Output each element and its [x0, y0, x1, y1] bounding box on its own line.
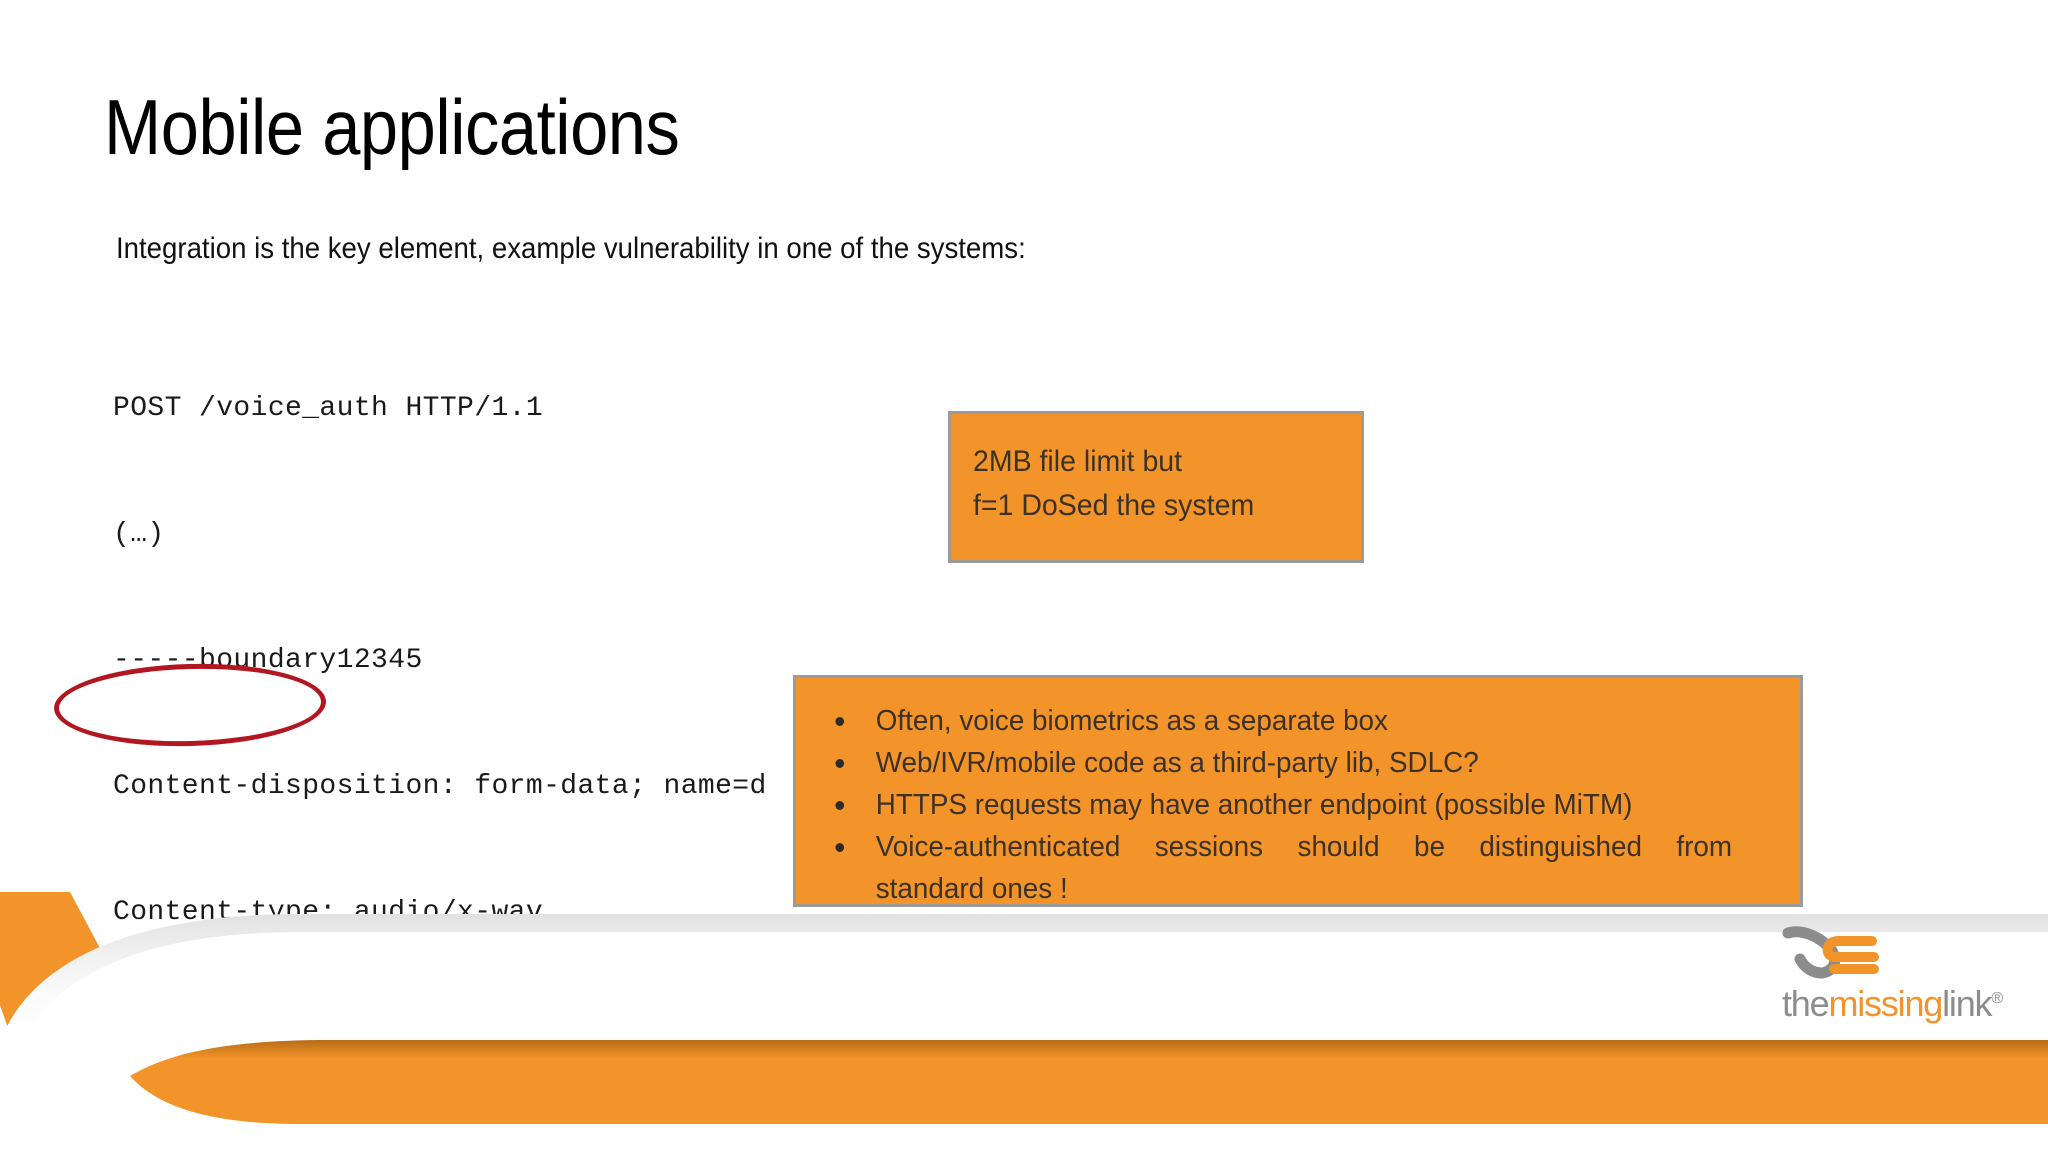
logo-wordmark: themissinglink® — [1782, 983, 2003, 1025]
bullet-dot-icon — [835, 759, 845, 768]
callout-file-limit-line: 2MB file limit but — [973, 445, 1183, 478]
code-line: Content-disposition: form-data; name=d — [113, 771, 767, 802]
logo-word-link: link — [1942, 983, 1992, 1024]
page-title: Mobile applications — [104, 83, 680, 171]
logo-word-the: the — [1782, 983, 1830, 1024]
code-line: -----boundary12345 — [113, 1144, 767, 1152]
code-line: (…) — [113, 519, 165, 550]
bullet-dot-icon — [835, 843, 845, 852]
list-item: Voice-authenticated sessions should be d… — [822, 826, 1732, 910]
list-item-label-line2: standard ones ! — [875, 873, 1068, 905]
callout-file-limit-line: f=1 DoSed the system — [973, 489, 1255, 522]
missing-link-mark-icon — [1782, 926, 1879, 979]
list-item-label: HTTPS requests may have another endpoint… — [875, 789, 1633, 821]
code-line: POST /voice_auth HTTP/1.1 — [113, 393, 544, 424]
list-item-label-line1: Voice-authenticated sessions should be d… — [875, 831, 1733, 863]
bullet-dot-icon — [835, 717, 845, 726]
list-item-label: Web/IVR/mobile code as a third-party lib… — [875, 747, 1479, 779]
logo-registered-mark: ® — [1991, 990, 2003, 1007]
list-item: HTTPS requests may have another endpoint… — [822, 784, 1732, 826]
bullet-dot-icon — [835, 801, 845, 810]
company-logo: themissinglink® — [1768, 925, 2018, 1030]
callout-file-limit: 2MB file limit but f=1 DoSed the system — [948, 411, 1364, 563]
callout-observations: Often, voice biometrics as a separate bo… — [793, 675, 1803, 907]
code-line: [WAV file] — [113, 1023, 286, 1054]
list-item: Web/IVR/mobile code as a third-party lib… — [822, 742, 1732, 784]
intro-text: Integration is the key element, example … — [116, 232, 1026, 265]
code-line: -----boundary12345 — [113, 645, 423, 676]
observations-list: Often, voice biometrics as a separate bo… — [822, 700, 1770, 910]
logo-word-missing: missing — [1828, 983, 1943, 1024]
code-line: Content-type: audio/x-wav — [113, 897, 544, 928]
list-item-label: Often, voice biometrics as a separate bo… — [875, 705, 1388, 737]
list-item: Often, voice biometrics as a separate bo… — [822, 700, 1732, 742]
